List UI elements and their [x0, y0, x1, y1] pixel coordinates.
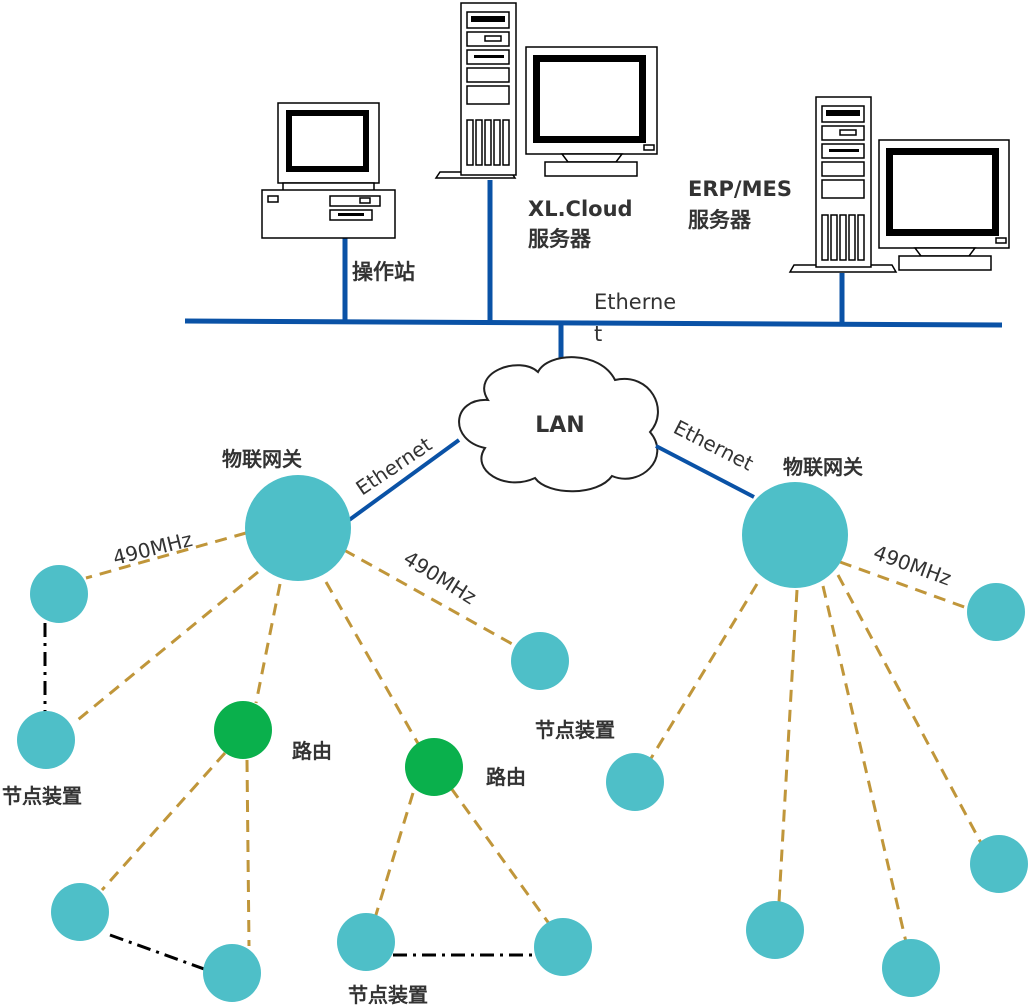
radio-link	[254, 583, 282, 704]
gateway-node-right	[742, 482, 848, 588]
radio-link	[85, 531, 247, 580]
node-device-right-label: 节点装置	[535, 718, 615, 742]
end-node	[746, 901, 804, 959]
ethernet-link-right	[655, 444, 755, 499]
lan-cloud-icon	[458, 356, 659, 493]
cloud-server-label-line2: 服务器	[528, 227, 592, 251]
end-node	[970, 835, 1028, 893]
freq-left-upper-label: 490MHz	[110, 527, 194, 570]
end-node	[17, 711, 75, 769]
end-node	[30, 565, 88, 623]
router-node-left	[214, 701, 272, 759]
cloud-server-icon	[434, 2, 658, 179]
radio-link	[245, 759, 251, 947]
gateway-left-label: 物联网关	[222, 447, 302, 471]
ethernet-right-label: Ethernet	[670, 415, 758, 476]
end-node	[511, 632, 569, 690]
ethernet-bus-label-line2: t	[594, 322, 602, 346]
ethernet-link-left	[343, 438, 461, 525]
workstation-icon	[261, 102, 396, 239]
end-node	[51, 883, 109, 941]
radio-link	[449, 787, 552, 926]
radio-link	[836, 574, 983, 844]
node-device-bottom-label: 节点装置	[348, 983, 428, 1007]
freq-right-label: 490MHz	[870, 540, 954, 590]
router-node-right	[405, 738, 463, 796]
radio-link	[73, 570, 259, 725]
mesh-link	[109, 933, 208, 972]
end-node	[882, 939, 940, 997]
erp-server-icon	[788, 96, 1010, 273]
end-node	[534, 918, 592, 976]
radio-link	[343, 548, 515, 647]
ethernet-backbone	[184, 318, 1003, 328]
end-node	[606, 753, 664, 811]
workstation-label: 操作站	[352, 260, 415, 284]
radio-link	[100, 751, 227, 892]
lan-label: LAN	[535, 413, 584, 438]
radio-link	[839, 560, 968, 610]
erp-server-label-line2: 服务器	[688, 208, 752, 232]
end-node	[203, 944, 261, 1002]
router-left-label: 路由	[292, 739, 332, 763]
radio-link	[324, 581, 422, 748]
cloud-server-label-line1: XL.Cloud	[528, 197, 633, 221]
erp-server-label-line1: ERP/MES	[688, 177, 792, 201]
gateway-right-label: 物联网关	[783, 455, 863, 479]
radio-link	[777, 589, 799, 903]
gateway-node-left	[245, 475, 351, 581]
ethernet-bus-label-line1: Etherne	[594, 290, 676, 314]
radio-link	[373, 792, 415, 919]
router-right-label: 路由	[486, 765, 526, 789]
radio-link	[821, 585, 908, 943]
end-node	[337, 913, 395, 971]
radio-link	[648, 583, 759, 761]
end-node	[967, 583, 1025, 641]
node-device-left-label: 节点装置	[2, 784, 82, 808]
freq-left-right-label: 490MHz	[399, 546, 480, 609]
